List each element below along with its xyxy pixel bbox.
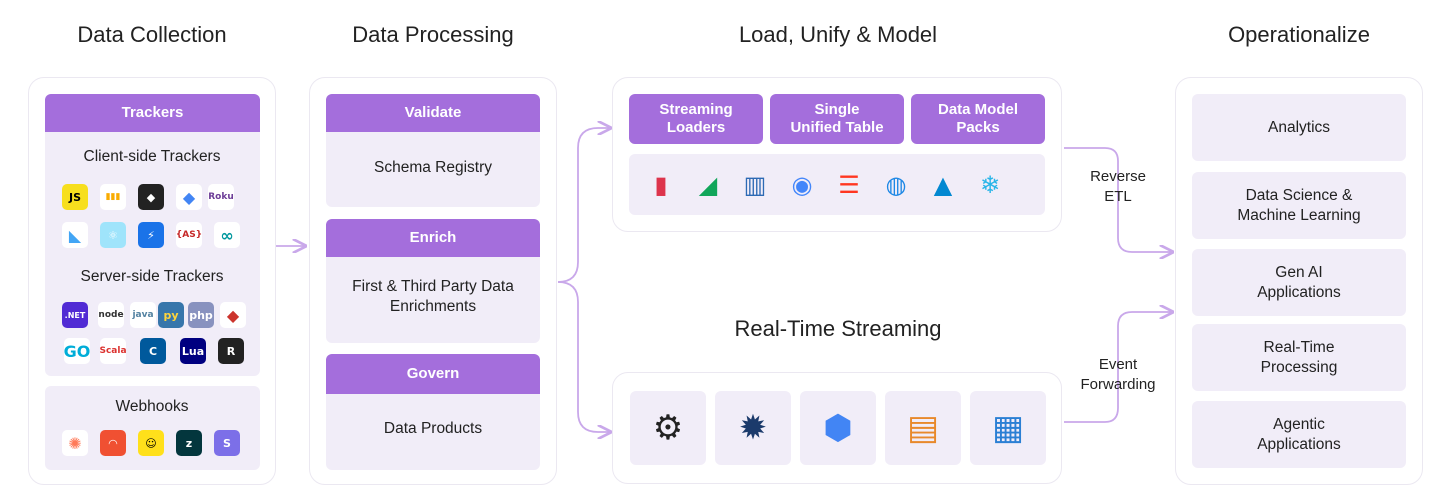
- data-lake-icon: ◍: [885, 171, 907, 199]
- arduino-icon: ∞: [214, 222, 240, 248]
- ruby-icon: ◆: [220, 302, 246, 328]
- arrow-reverse-etl: [1064, 147, 1172, 252]
- kafka-icon: ⚙: [652, 408, 684, 448]
- stream-card: ⬢: [800, 391, 876, 465]
- load-header-line1: Streaming: [659, 101, 733, 118]
- data-processing-title: Data Processing: [352, 22, 514, 47]
- event-forwarding-label: Event Forwarding: [1080, 356, 1156, 393]
- event-hubs-icon: ▦: [991, 408, 1025, 448]
- dotnet-icon: .NET: [62, 302, 88, 328]
- load-header-line1: Data Model: [937, 101, 1018, 118]
- real-time-streaming-title: Real-Time Streaming: [734, 316, 942, 341]
- enrich-body-line1: First & Third Party Data: [352, 278, 514, 295]
- rust-icon: R: [218, 338, 244, 364]
- load-header-line2: Loaders: [666, 119, 726, 136]
- data-products-text: Data Products: [383, 420, 483, 437]
- stream-card: ✹: [715, 391, 791, 465]
- server-side-trackers-label: Server-side Trackers: [80, 268, 224, 285]
- operationalize-item: Data Science & Machine Learning: [1192, 172, 1406, 239]
- load-header-line2: Unified Table: [790, 119, 884, 136]
- operationalize-item: Agentic Applications: [1192, 401, 1406, 468]
- trackers-header: Trackers: [45, 94, 260, 132]
- validate-header: Validate: [326, 94, 540, 132]
- unity-icon: ◆: [138, 184, 164, 210]
- golang-icon: GO: [64, 338, 90, 364]
- react-icon: ⚛: [100, 222, 126, 248]
- validate-body: [326, 132, 540, 207]
- data-collection-title: Data Collection: [77, 22, 227, 47]
- hubspot-icon: ✺: [62, 430, 88, 456]
- nodejs-icon: node: [98, 302, 124, 328]
- segment-icon: S: [214, 430, 240, 456]
- actionscript-icon: {AS}: [176, 222, 202, 248]
- kinesis-icon: ▤: [906, 408, 940, 448]
- webhooks-label: Webhooks: [115, 398, 189, 415]
- stream-card: ▤: [885, 391, 961, 465]
- operationalize-item: Analytics: [1192, 94, 1406, 161]
- java-icon: java: [130, 302, 156, 328]
- reverse-etl-label: Reverse ETL: [1090, 168, 1146, 205]
- arrow-processing-split: [557, 128, 610, 283]
- enrich-body-line2: Enrichments: [389, 298, 477, 315]
- google-analytics-icon: ▮▮▮: [100, 184, 126, 210]
- roku-icon: Roku: [208, 184, 234, 210]
- govern-header: Govern: [326, 354, 540, 394]
- zendesk-bell-icon: ◠: [100, 430, 126, 456]
- scala-icon: Scala: [99, 338, 127, 364]
- trackers-body: [45, 132, 260, 376]
- javascript-icon: JS: [62, 184, 88, 210]
- athena-icon: ▲: [933, 171, 953, 199]
- stream-card: ⚙: [630, 391, 706, 465]
- client-side-trackers-label: Client-side Trackers: [83, 148, 221, 165]
- gtm-icon: ◆: [176, 184, 202, 210]
- azure-sql-icon: ▥: [743, 171, 767, 199]
- lua-icon: Lua: [180, 338, 206, 364]
- cpp-icon: C: [140, 338, 166, 364]
- govern-body: [326, 394, 540, 470]
- operationalize-item: Gen AI Applications: [1192, 249, 1406, 316]
- load-header-line2: Packs: [956, 119, 1000, 136]
- snowflake-icon: ❄: [979, 171, 1001, 199]
- mailchimp-icon: ☺: [138, 430, 164, 456]
- webhooks-box: [45, 386, 260, 470]
- fabric-icon: ◢: [698, 171, 718, 199]
- enrich-header: Enrich: [326, 219, 540, 257]
- arrow-event-forwarding: [1064, 312, 1172, 423]
- flutter-icon: ◣: [62, 222, 88, 248]
- stream-card: ▦: [970, 391, 1046, 465]
- arrow-processing-to-streaming: [557, 281, 610, 432]
- load-unify-model-title: Load, Unify & Model: [738, 22, 938, 47]
- redshift-icon: ▮: [654, 171, 668, 199]
- php-icon: php: [188, 302, 214, 328]
- load-header-line1: Single: [814, 101, 860, 118]
- operationalize-item: Real-Time Processing: [1192, 324, 1406, 391]
- operationalize-title: Operationalize: [1228, 22, 1370, 47]
- zendesk-icon: z: [176, 430, 202, 456]
- schema-registry-text: Schema Registry: [373, 159, 493, 176]
- pulsar-icon: ✹: [738, 408, 768, 448]
- lightning-icon: ⚡: [138, 222, 164, 248]
- pubsub-icon: ⬢: [823, 408, 853, 448]
- python-icon: py: [158, 302, 184, 328]
- enrich-body: [326, 257, 540, 343]
- warehouse-icons-box: [629, 154, 1045, 215]
- bigquery-icon: ◉: [791, 171, 813, 199]
- databricks-icon: ☰: [838, 171, 860, 199]
